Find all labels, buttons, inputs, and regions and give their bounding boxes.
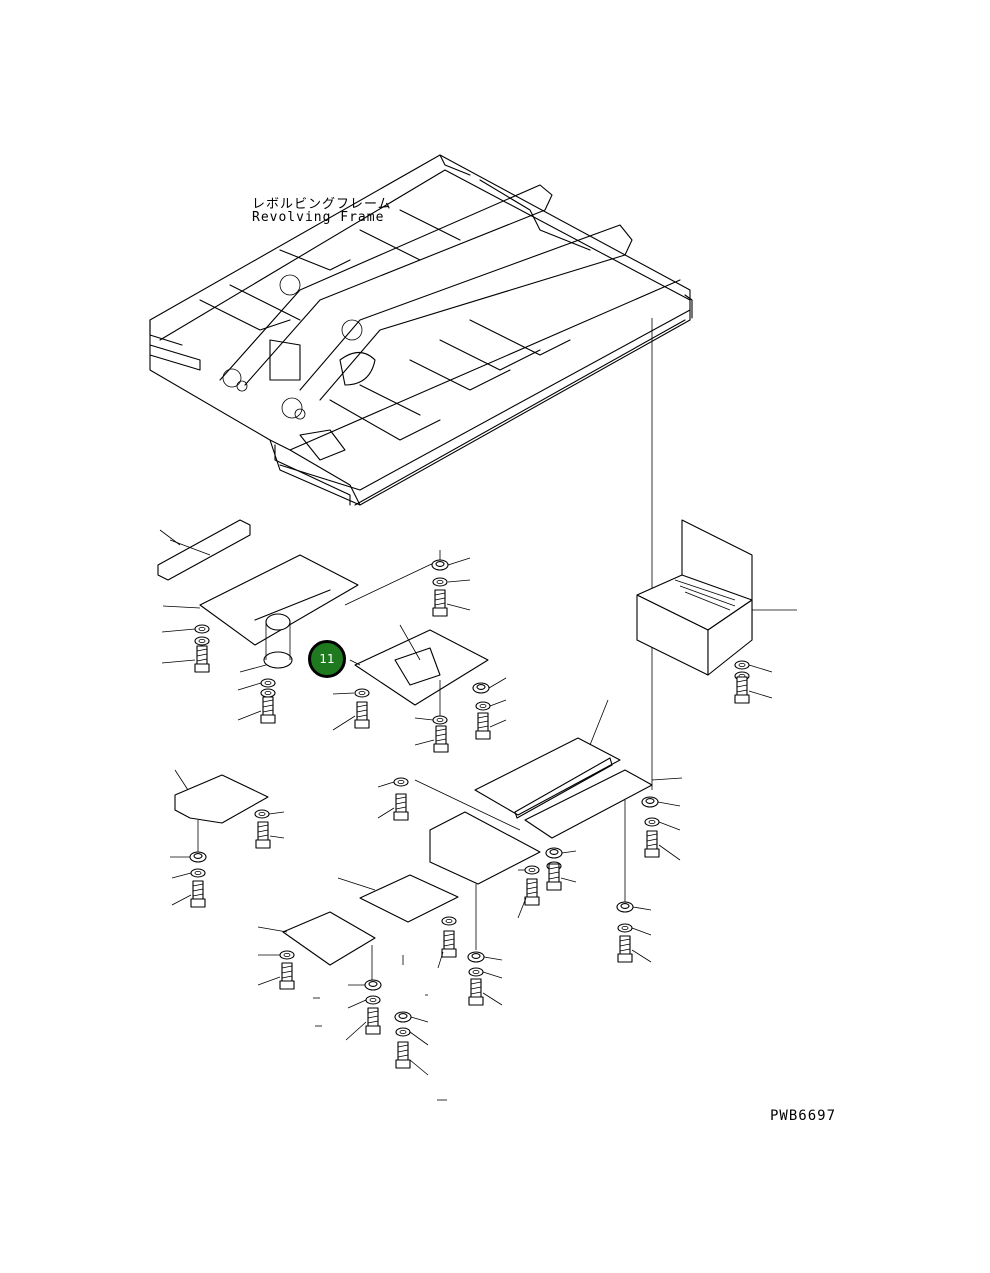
cover-plate-upper-left (157, 519, 441, 669)
drawing-number: PWB6697 (770, 1108, 837, 1124)
cover-plate-lower (257, 911, 376, 985)
cover-plate-center (349, 624, 489, 720)
cover-plate-middle (429, 811, 541, 950)
frame-label-en: Revolving Frame (252, 210, 385, 225)
revolving-frame (149, 154, 693, 506)
cover-plate-lower-left (174, 769, 269, 855)
part-callout-11[interactable]: 11 (308, 640, 346, 678)
cover-plate-lower-middle (337, 874, 459, 923)
box-cover-right (636, 519, 797, 676)
cover-plate-middle-right (414, 699, 653, 839)
fastener-group (161, 557, 773, 1101)
frame-label-jp: レボルビングフレーム (252, 197, 392, 212)
